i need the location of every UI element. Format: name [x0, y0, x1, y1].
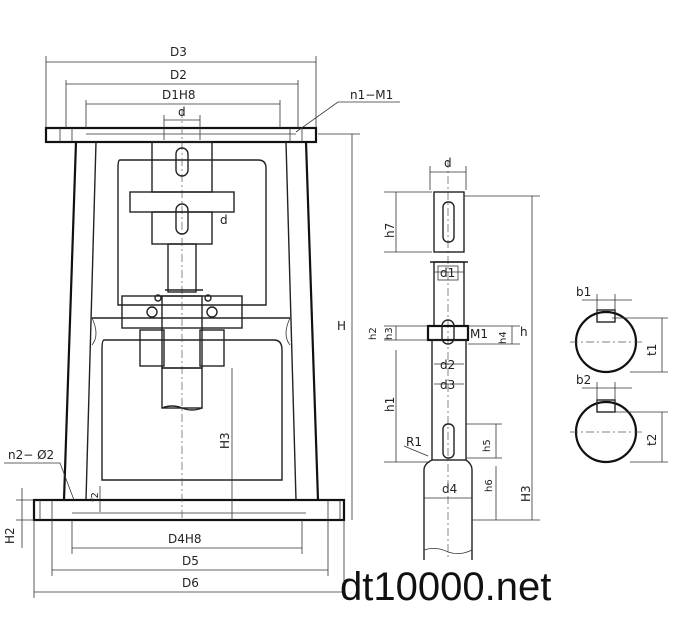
label-t1: t1: [645, 344, 659, 356]
label-D4H8: D4H8: [168, 532, 202, 546]
label-h5: h5: [482, 439, 493, 452]
label-h1: h1: [383, 397, 397, 412]
label-h4: h4: [498, 331, 509, 344]
stand-assembly: [32, 110, 346, 522]
label-d4: d4: [442, 482, 457, 496]
label-n2-phi2: n2− Ø2: [8, 448, 54, 462]
label-h3: h3: [384, 327, 395, 340]
label-d-top: d: [178, 105, 186, 119]
label-H3-right: H3: [519, 485, 533, 502]
lower-window: [101, 339, 283, 481]
label-h7: h7: [383, 223, 397, 238]
shaft-sections: [570, 294, 668, 464]
bottom-flange: [32, 498, 346, 522]
label-M1: M1: [470, 327, 488, 341]
label-h2: h2: [368, 327, 379, 340]
label-b1: b1: [576, 285, 591, 299]
label-d1: d1: [440, 266, 455, 280]
label-D6: D6: [182, 576, 199, 590]
label-n1-M1: n1−M1: [350, 88, 393, 102]
label-H2: H2: [3, 527, 17, 544]
shaft: [167, 243, 197, 293]
label-D3: D3: [170, 45, 187, 59]
label-d-shaft: d: [444, 156, 452, 170]
label-b2: b2: [576, 373, 591, 387]
label-d3: d3: [440, 378, 455, 392]
left-dimensions: [4, 56, 400, 598]
label-h6: h6: [484, 479, 495, 492]
top-flange: [44, 126, 318, 144]
label-D1H8: D1H8: [162, 88, 196, 102]
watermark-text: dt10000.net: [340, 565, 551, 609]
label-d-gear: d: [220, 213, 228, 227]
label-h: h: [520, 325, 528, 339]
label-t2: t2: [645, 434, 659, 446]
label-D5: D5: [182, 554, 199, 568]
label-f2: f2: [90, 492, 101, 502]
shaft-detail: [423, 160, 473, 560]
label-H3-left: H3: [218, 432, 232, 449]
label-D2: D2: [170, 68, 187, 82]
label-R1: R1: [406, 435, 422, 449]
dimension-labels: D3 D2 D1H8 d n1−M1 d H H3 n2− Ø2 f2 H2 D…: [3, 45, 659, 590]
label-d2: d2: [440, 358, 455, 372]
shaft-dimensions: [384, 166, 540, 521]
upper-window: [117, 159, 267, 306]
label-H: H: [337, 319, 346, 333]
